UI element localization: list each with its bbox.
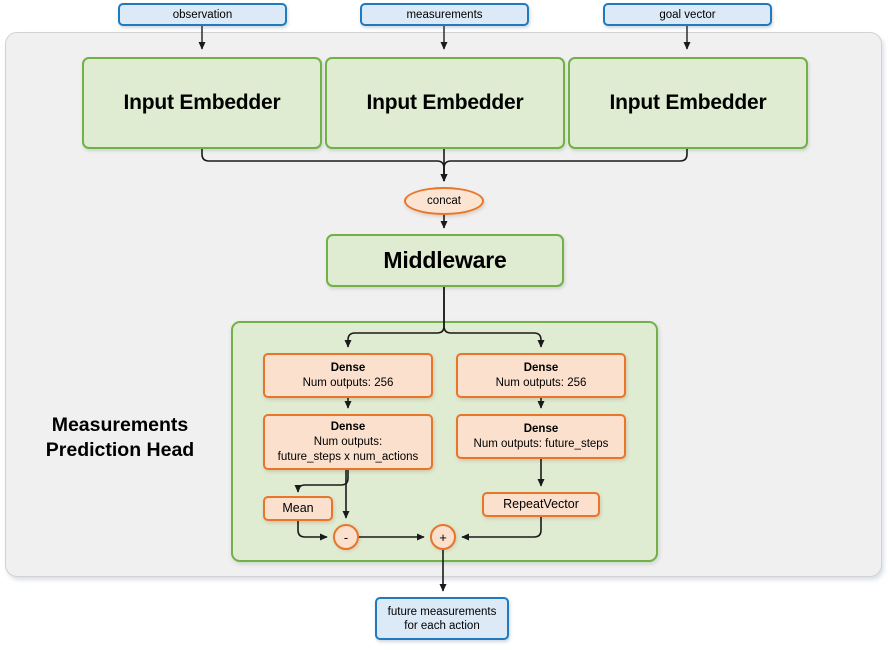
input-box-observation[interactable]: observation xyxy=(118,3,287,26)
input-label: observation xyxy=(172,8,233,21)
module-input-embedder-3[interactable]: Input Embedder xyxy=(568,57,808,149)
output-label-line2: for each action xyxy=(404,619,480,632)
dense-right-1[interactable]: Dense Num outputs: 256 xyxy=(456,353,626,398)
output-label-line1: future measurements xyxy=(387,605,497,618)
input-label: goal vector xyxy=(659,8,716,21)
input-box-goal-vector[interactable]: goal vector xyxy=(603,3,772,26)
head-title-line2: Prediction Head xyxy=(45,439,195,461)
concat-label: concat xyxy=(427,195,461,207)
module-label: Input Embedder xyxy=(609,91,767,114)
layer-subtitle: Num outputs: xyxy=(313,435,383,448)
output-box-future-measurements[interactable]: future measurements for each action xyxy=(375,597,509,640)
module-label: Input Embedder xyxy=(123,91,281,114)
module-input-embedder-1[interactable]: Input Embedder xyxy=(82,57,322,149)
concat-node[interactable]: concat xyxy=(404,187,484,215)
layer-subtitle: Num outputs: 256 xyxy=(302,376,394,389)
head-title: Measurements Prediction Head xyxy=(20,413,220,463)
layer-title: Dense xyxy=(330,361,366,374)
module-middleware[interactable]: Middleware xyxy=(326,234,564,287)
layer-title: Dense xyxy=(523,361,559,374)
head-title-line1: Measurements xyxy=(51,414,189,436)
subtract-operator[interactable]: - xyxy=(333,524,359,550)
layer-title: Dense xyxy=(523,422,559,435)
module-label: Middleware xyxy=(383,247,507,273)
operator-label: - xyxy=(343,529,349,545)
mean-layer[interactable]: Mean xyxy=(263,496,333,521)
input-label: measurements xyxy=(406,8,483,21)
dense-left-2[interactable]: Dense Num outputs: future_steps x num_ac… xyxy=(263,414,433,470)
layer-subtitle: Num outputs: future_steps xyxy=(473,437,609,450)
layer-title: RepeatVector xyxy=(503,497,579,511)
module-label: Input Embedder xyxy=(366,91,524,114)
layer-title: Mean xyxy=(282,501,314,515)
repeat-vector-layer[interactable]: RepeatVector xyxy=(482,492,600,517)
input-box-measurements[interactable]: measurements xyxy=(360,3,529,26)
add-operator[interactable]: + xyxy=(430,524,456,550)
layer-subtitle: Num outputs: 256 xyxy=(495,376,587,389)
operator-label: + xyxy=(439,529,447,545)
layer-title: Dense xyxy=(330,420,366,433)
module-input-embedder-2[interactable]: Input Embedder xyxy=(325,57,565,149)
dense-left-1[interactable]: Dense Num outputs: 256 xyxy=(263,353,433,398)
layer-subtitle-2: future_steps x num_actions xyxy=(277,450,419,463)
dense-right-2[interactable]: Dense Num outputs: future_steps xyxy=(456,414,626,459)
